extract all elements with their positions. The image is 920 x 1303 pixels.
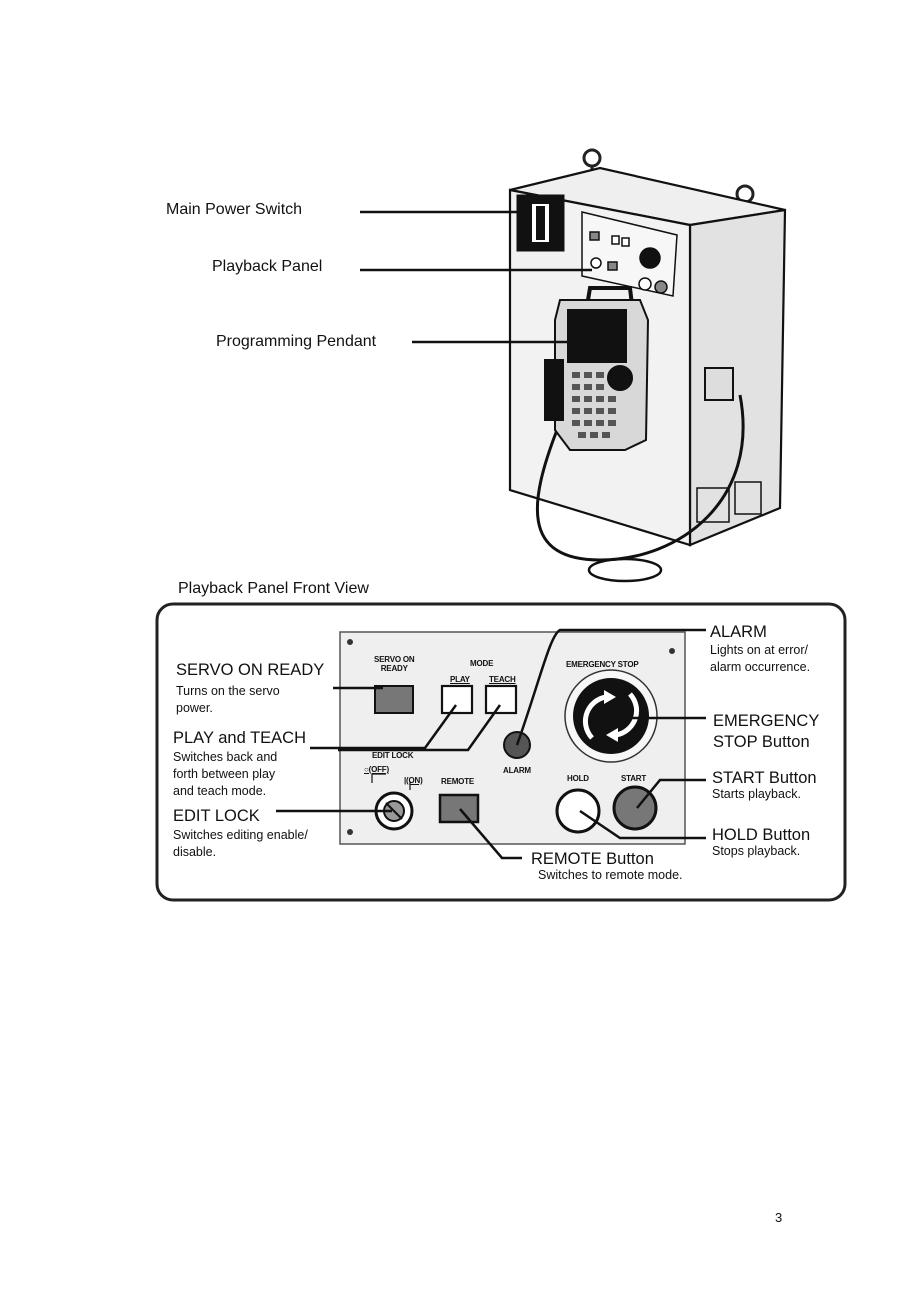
side-connector <box>704 367 734 401</box>
leader-start <box>636 778 706 809</box>
front-view-illustration <box>155 602 847 902</box>
cabinet-illustration <box>360 148 787 583</box>
pendant-cable <box>535 394 745 562</box>
play-button-icon <box>440 684 474 715</box>
main-power-switch-label: Main Power Switch <box>166 201 303 218</box>
panel-start-label: START <box>621 774 647 783</box>
callout-start-desc: Starts playback. <box>712 786 801 801</box>
callout-hold-desc: Stops playback. <box>712 843 801 858</box>
callout-alarm-desc: Lights on at error/ alarm occurrence. <box>710 642 811 674</box>
leader-alarm <box>515 628 706 746</box>
hold-button-icon <box>555 788 601 834</box>
remote-button-icon <box>438 793 480 824</box>
panel-servo-on-ready-label: SERVO ON READY <box>374 655 415 674</box>
callout-emergency-title: EMERGENCY STOP Button <box>713 712 820 751</box>
servo-on-button-icon <box>374 685 414 714</box>
panel-teach-label: TEACH <box>489 675 516 684</box>
front-view-frame <box>155 602 847 902</box>
panel-alarm-label: ALARM <box>503 766 531 775</box>
callout-start: START Button Starts playback. <box>712 769 817 800</box>
callout-servo-on-ready: SERVO ON READY Turns on the servo power. <box>176 661 324 717</box>
callout-alarm: ALARM Lights on at error/ alarm occurren… <box>710 623 810 676</box>
callout-play-teach-title: PLAY and TEACH <box>173 729 306 747</box>
programming-pendant-icon <box>544 299 650 451</box>
leader-play-teach-b <box>338 704 502 752</box>
callout-edit-lock: EDIT LOCK Switches editing enable/ disab… <box>173 807 308 861</box>
callout-remote-desc: Switches to remote mode. <box>538 867 683 882</box>
front-view-title: Playback Panel Front View <box>178 580 369 597</box>
callout-hold: HOLD Button Stops playback. <box>712 826 810 857</box>
panel-hold-label: HOLD <box>567 774 589 783</box>
callout-hold-title: HOLD Button <box>712 826 811 844</box>
leader-play-teach-a <box>310 704 458 750</box>
callout-servo-desc: Turns on the servo power. <box>176 683 280 715</box>
leader-hold <box>579 809 706 840</box>
leader-remote <box>459 808 522 860</box>
panel-mode-label: MODE <box>470 659 494 668</box>
callout-edit-lock-desc: Switches editing enable/ disable. <box>173 827 308 859</box>
callout-alarm-title: ALARM <box>710 623 767 641</box>
teach-button-icon <box>484 684 518 715</box>
callout-remote-title: REMOTE Button <box>531 850 654 868</box>
panel-emergency-stop-label: EMERGENCY STOP <box>566 660 639 669</box>
cabinet-playback-panel-icon <box>581 211 678 297</box>
callout-start-title: START Button <box>712 769 817 787</box>
panel-remote-label: REMOTE <box>441 777 475 786</box>
callout-play-teach: PLAY and TEACH Switches back and forth b… <box>173 729 306 800</box>
panel-play-label: PLAY <box>450 675 470 684</box>
callout-emergency-stop: EMERGENCY STOP Button <box>713 711 819 752</box>
panel-off-label: ○(OFF) <box>364 765 389 774</box>
playback-panel-label: Playback Panel <box>212 258 323 275</box>
callout-play-teach-desc: Switches back and forth between play and… <box>173 749 278 798</box>
page-number: 3 <box>775 1210 783 1225</box>
programming-pendant-label: Programming Pendant <box>216 333 377 350</box>
callout-servo-title: SERVO ON READY <box>176 661 325 679</box>
callout-remote: REMOTE Button Switches to remote mode. <box>531 850 683 881</box>
panel-on-label: |(ON) <box>404 776 423 785</box>
panel-edit-lock-label: EDIT LOCK <box>372 751 414 760</box>
callout-edit-lock-title: EDIT LOCK <box>173 807 260 825</box>
